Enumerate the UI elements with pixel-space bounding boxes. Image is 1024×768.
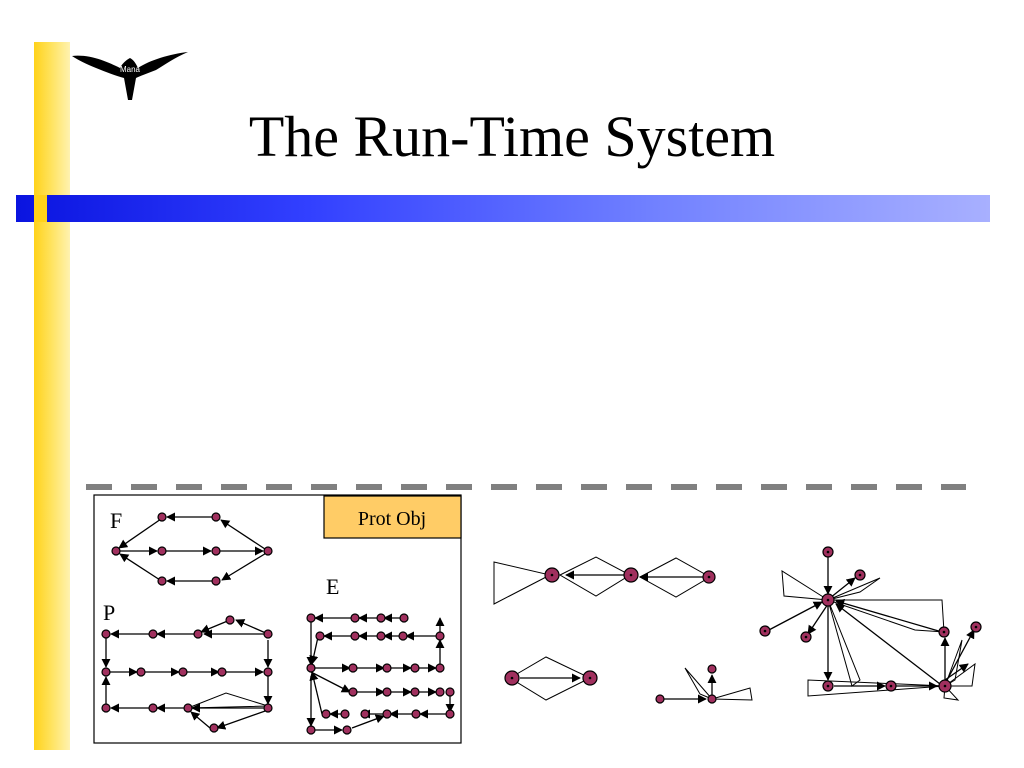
graph-node (193, 629, 203, 639)
graph-node (263, 703, 273, 713)
graph-node-center (942, 630, 946, 634)
graph-node (148, 703, 158, 713)
graph-node-center (943, 684, 947, 688)
graph-node (148, 629, 158, 639)
graph-node-center (707, 575, 711, 579)
graph-node-center (858, 573, 862, 577)
graph-node (183, 703, 193, 713)
graph-node (178, 667, 188, 677)
graph-node (211, 576, 221, 586)
graph-node (410, 687, 420, 697)
graph-nodes (101, 512, 982, 735)
graph-node (435, 663, 445, 673)
graph-node (157, 546, 167, 556)
graph-node-center (763, 629, 767, 633)
graph-node (398, 631, 408, 641)
graph-node-center (629, 573, 633, 577)
graph-node (655, 694, 665, 704)
graph-node (211, 546, 221, 556)
graph-node (101, 703, 111, 713)
slide-title: The Run-Time System (248, 104, 776, 169)
graph-node-center (974, 625, 978, 629)
graph-node-center (550, 573, 554, 577)
graph-node (217, 667, 227, 677)
graph-node-center (826, 598, 830, 602)
graph-node (306, 663, 316, 673)
graph-node (376, 631, 386, 641)
graph-node (340, 709, 350, 719)
graph-node (306, 613, 316, 623)
graph-node-center (889, 684, 893, 688)
prot-obj-box (323, 495, 462, 539)
graph-node (382, 709, 392, 719)
graph-node-center (826, 684, 830, 688)
graph-node (410, 663, 420, 673)
graph-node (101, 629, 111, 639)
title-underline-bar (16, 195, 990, 222)
graph-node-center (826, 550, 830, 554)
graph-node (157, 512, 167, 522)
graph-node (315, 631, 325, 641)
graph-node (348, 663, 358, 673)
graph-node (136, 667, 146, 677)
graph-node (101, 667, 111, 677)
graph-node (263, 629, 273, 639)
label-f: F (110, 508, 122, 533)
logo-text: Mana (120, 65, 141, 74)
prot-obj-label: Prot Obj (358, 508, 426, 530)
graph-edges (101, 512, 975, 735)
graph-node (360, 709, 370, 719)
graph-node (111, 546, 121, 556)
graph-node (382, 687, 392, 697)
label-e: E (326, 574, 339, 599)
graph-node (342, 725, 352, 735)
label-p: P (103, 600, 115, 625)
graph-node-center (510, 676, 514, 680)
graph-node (348, 687, 358, 697)
graph-node (350, 631, 360, 641)
dashed-divider (86, 484, 966, 490)
graph-node (707, 664, 717, 674)
graph-node (321, 709, 331, 719)
graph-node (435, 687, 445, 697)
graph-node (225, 615, 235, 625)
graph-node (350, 613, 360, 623)
graph-node (376, 613, 386, 623)
graph-node (211, 512, 221, 522)
graph-node (399, 613, 409, 623)
graph-node (445, 687, 455, 697)
graph-node (435, 631, 445, 641)
graph-node-center (588, 676, 592, 680)
mana-raven-logo: Mana (72, 52, 188, 100)
graph-node (707, 694, 717, 704)
graph-node (306, 725, 316, 735)
graph-node (445, 709, 455, 719)
graph-node (411, 709, 421, 719)
graph-node (209, 723, 219, 733)
graph-node-center (804, 635, 808, 639)
graph-node (263, 667, 273, 677)
left-accent-bar (34, 42, 70, 750)
graph-node (263, 546, 273, 556)
graph-node (382, 663, 392, 673)
graph-node (157, 576, 167, 586)
